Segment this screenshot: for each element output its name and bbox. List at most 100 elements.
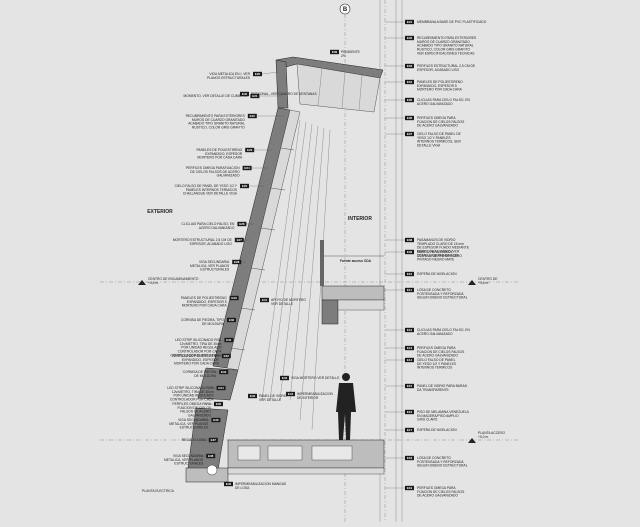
base-footing — [185, 467, 229, 483]
callout-tag-label: E26 — [239, 222, 245, 226]
callout-tag-label: E22 — [250, 114, 256, 118]
callout-tag-label: E29 — [231, 296, 237, 300]
mullion — [240, 307, 256, 311]
callout-tag — [405, 115, 414, 121]
roof-edge-block — [275, 59, 289, 109]
mid-floor-slab — [321, 285, 385, 301]
callout-tag — [405, 485, 414, 491]
callout-tag-label: E24 — [244, 166, 250, 170]
callout-tag — [240, 183, 249, 189]
callout-tag — [405, 79, 414, 85]
callout-tag-label: E06 — [407, 116, 413, 120]
level-marker-left-upper: CENTRO DE ENCAMINAMIENTO+4,6 m. — [138, 277, 199, 285]
callout-tag — [405, 35, 414, 41]
callout-tag — [216, 385, 226, 391]
callout-tag-label: E15 — [407, 384, 413, 388]
grid-bubble — [339, 3, 351, 15]
level-marker-right-upper: CENTRO DE+4,6 m. — [468, 277, 498, 285]
callout-tag-label: E05 — [407, 98, 413, 102]
callout-tag-label: E02 — [407, 36, 413, 40]
callout-tag — [405, 271, 414, 277]
callout-tag — [405, 287, 414, 293]
callout-tag-label: E18 — [407, 456, 413, 460]
callout-tag-label: E17 — [407, 428, 413, 432]
zone-interior: INTERIOR — [348, 216, 372, 222]
callout-tag — [221, 353, 231, 359]
callout-tag-label: E09 — [407, 250, 413, 254]
mid-slab-beam — [321, 299, 339, 325]
level-marker-right-lower: PLANTA ACCESO+0,0 m. — [468, 431, 505, 443]
callout-tag — [286, 391, 295, 397]
railing-post — [320, 240, 324, 286]
callout-tag — [234, 237, 244, 243]
level-bottom-left-label: PLANTA ELECTRICA — [142, 489, 175, 493]
ground-slab-ceiling — [227, 467, 385, 475]
callout-tag — [214, 401, 223, 407]
callout-tag — [237, 221, 247, 227]
callout-tag — [219, 369, 229, 375]
level-right-lower-label: PLANTA ACCESO+0,0 m. — [478, 431, 505, 439]
facade-mullions — [230, 147, 295, 351]
callout-tag-label: E20 — [255, 72, 261, 76]
callout-tag-label: E19 — [407, 486, 413, 490]
callout-tag-label: E45 — [226, 482, 232, 486]
callout-tag-label: E43 — [250, 394, 256, 398]
slab-voids — [237, 445, 353, 461]
callout-tag — [206, 453, 216, 459]
callout-tag — [232, 259, 242, 265]
callout-tag — [405, 327, 414, 333]
mullion — [230, 347, 246, 351]
callout-tag — [253, 71, 262, 77]
callout-tag-label: E44 — [288, 392, 294, 396]
callout-tag — [405, 131, 414, 137]
callout-tag — [240, 91, 249, 97]
callout-tag-label: E40 — [242, 92, 248, 96]
callout-tag-label: E27 — [237, 238, 243, 242]
callout-tag-label: E36 — [213, 418, 219, 422]
grid-bubble-label: B — [343, 7, 348, 13]
callout-tag-label: E07 — [407, 132, 413, 136]
callout-tag — [247, 113, 257, 119]
person-silhouette-icon — [336, 373, 356, 440]
